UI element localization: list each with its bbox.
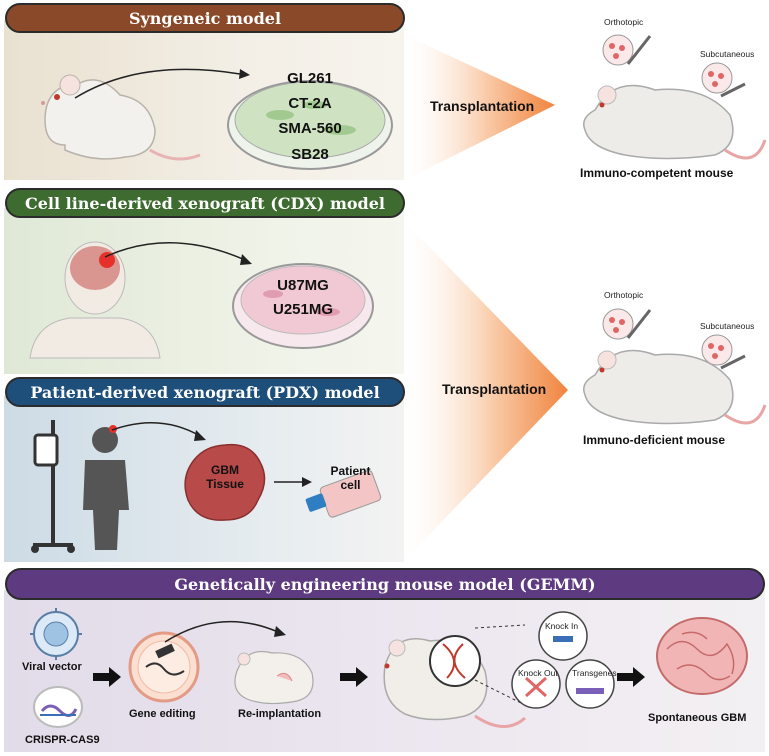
reimplantation-label: Re-implantation <box>238 708 322 720</box>
cell-line-ct2a: CT-2A <box>288 95 332 112</box>
orthotopic-label-top: Orthotopic <box>604 17 644 27</box>
arrow-to-gemm-mouse <box>340 667 368 687</box>
knock-in-label: Knock In <box>545 621 579 631</box>
embryo-icon <box>128 631 200 703</box>
cell-line-u251mg: U251MG <box>272 301 334 318</box>
crispr-label: CRISPR-CAS9 <box>25 734 100 746</box>
cdx-title: Cell line-derived xenograft (CDX) model <box>5 188 405 218</box>
transgenes-label: Transgenes <box>572 668 617 678</box>
transplantation-label-bottom: Transplantation <box>442 381 547 397</box>
cell-line-sma560: SMA-560 <box>278 120 342 137</box>
patient-cell-label-2: cell <box>340 478 361 492</box>
spontaneous-gbm-label: Spontaneous GBM <box>648 712 747 724</box>
genetic-modification-circles <box>511 611 615 709</box>
gbm-tissue-label-1: GBM <box>211 463 239 477</box>
transplantation-label-top: Transplantation <box>430 98 535 114</box>
mouse-icon <box>41 74 201 161</box>
reimplant-arrow <box>164 620 286 643</box>
syringe-orthotopic-bottom <box>602 308 652 340</box>
gbm-tissue-label-2: Tissue <box>206 477 244 491</box>
cell-line-gl261: GL261 <box>287 70 333 87</box>
arrow-to-gene-editing <box>93 667 121 687</box>
cell-flask-icon <box>305 470 382 518</box>
immuno-deficient-mouse <box>583 349 767 425</box>
knock-out-label: Knock Out <box>518 668 558 678</box>
subcutaneous-label-bottom: Subcutaneous <box>700 321 755 331</box>
viral-vector-icon <box>30 608 82 660</box>
transfer-arrow-cdx <box>104 241 252 265</box>
syngeneic-title: Syngeneic model <box>5 3 405 33</box>
syringe-subcutaneous-top <box>701 62 746 98</box>
cell-line-sb28: SB28 <box>291 146 329 163</box>
petri-dish-syngeneic <box>227 80 393 170</box>
gbm-tissue-blob <box>184 443 266 521</box>
pdx-title: Patient-derived xenograft (PDX) model <box>5 377 405 407</box>
patient-iv-icon <box>31 420 129 553</box>
transfer-arrow-pdx <box>111 422 206 441</box>
crispr-icon <box>33 686 83 728</box>
zoom-lines <box>474 624 526 706</box>
immuno-deficient-label: Immuno-deficient mouse <box>583 433 726 447</box>
cell-line-u87mg: U87MG <box>277 277 329 294</box>
petri-dish-cdx <box>232 263 374 349</box>
immuno-competent-mouse <box>583 84 767 160</box>
immuno-competent-label: Immuno-competent mouse <box>580 166 734 180</box>
human-head-icon <box>29 241 161 359</box>
spontaneous-gbm-brain <box>656 617 748 695</box>
gene-editing-label: Gene editing <box>129 708 196 720</box>
gemm-mouse <box>383 635 527 728</box>
tissue-to-cell-arrow <box>274 477 312 487</box>
syringe-subcutaneous-bottom <box>701 334 746 370</box>
arrow-to-gbm <box>617 667 645 687</box>
reimplant-mouse <box>234 650 314 705</box>
orthotopic-label-bottom: Orthotopic <box>604 290 644 300</box>
subcutaneous-label-top: Subcutaneous <box>700 49 755 59</box>
transfer-arrow-syngeneic <box>74 68 250 99</box>
viral-vector-label: Viral vector <box>22 661 82 673</box>
patient-cell-label-1: Patient <box>330 464 371 478</box>
syringe-orthotopic-top <box>602 34 652 66</box>
gemm-title: Genetically engineering mouse model (GEM… <box>5 568 765 600</box>
